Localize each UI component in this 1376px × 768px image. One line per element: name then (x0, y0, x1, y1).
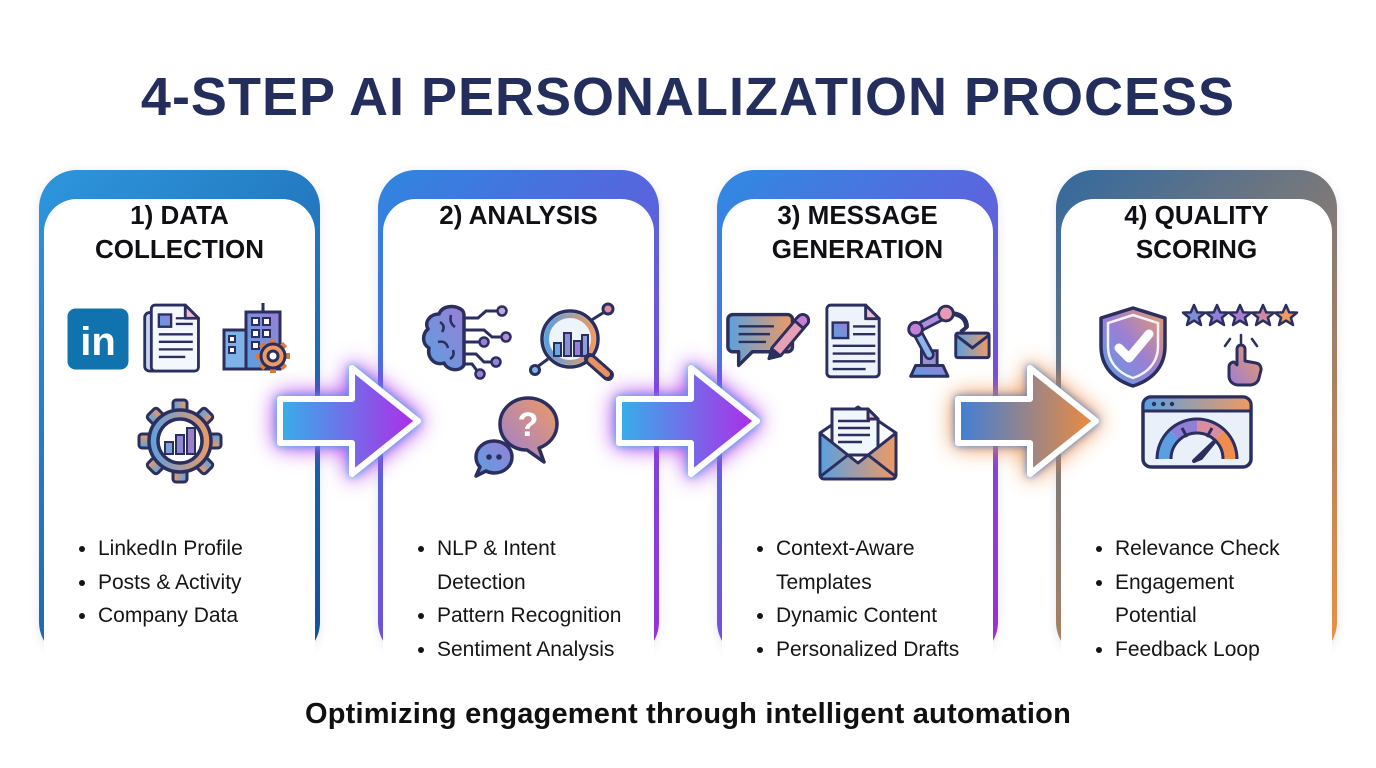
bullet-list: LinkedIn Profile Posts & Activity Compan… (80, 532, 302, 633)
bullet-list: Relevance Check Engagement Potential Fee… (1097, 532, 1297, 666)
flow-arrow-1 (274, 354, 424, 488)
linkedin-icon: in (66, 307, 130, 376)
shield-check-icon (1095, 304, 1171, 395)
bullet-item: Pattern Recognition (437, 599, 641, 633)
svg-text:in: in (80, 320, 116, 364)
gauge-icon (1140, 395, 1253, 474)
search-analytics-icon (526, 301, 618, 388)
flow-arrow-2 (613, 354, 763, 488)
bullet-list: NLP & Intent Detection Pattern Recogniti… (419, 532, 641, 666)
step-heading: 1) DATA COLLECTION (95, 200, 264, 264)
bullet-list: Context-Aware Templates Dynamic Content … (758, 532, 980, 666)
question-chat-icon: ? (471, 395, 567, 484)
bullet-item: Dynamic Content (776, 599, 980, 633)
bullet-item: LinkedIn Profile (98, 532, 302, 566)
star-rating-icon (1181, 301, 1299, 398)
bullet-item: Relevance Check (1115, 532, 1297, 566)
bullet-item: Engagement Potential (1115, 566, 1297, 633)
step-heading: 4) QUALITY SCORING (1124, 200, 1269, 264)
steps-row: 1) DATA COLLECTION in (0, 170, 1376, 679)
bullet-item: Sentiment Analysis (437, 633, 641, 667)
step-card-analysis: 2) ANALYSIS (378, 170, 659, 679)
svg-text:?: ? (517, 406, 538, 444)
robot-mail-icon (895, 301, 993, 384)
step-card-message-generation: 3) MESSAGE GENERATION (717, 170, 998, 679)
step-card-data-collection: 1) DATA COLLECTION in (39, 170, 320, 679)
document-icon (823, 301, 885, 384)
documents-icon (140, 301, 206, 382)
open-envelope-icon (812, 395, 904, 488)
flow-arrow-3 (952, 354, 1102, 488)
ai-brain-icon (420, 302, 516, 387)
message-edit-icon (723, 304, 813, 381)
bullet-item: Posts & Activity (98, 566, 302, 600)
step-heading: 2) ANALYSIS (439, 200, 598, 230)
company-automation-icon (216, 301, 294, 382)
bullet-item: Feedback Loop (1115, 633, 1297, 667)
step-card-quality-scoring: 4) QUALITY SCORING (1056, 170, 1337, 679)
footer-caption: Optimizing engagement through intelligen… (305, 698, 1071, 730)
bullet-item: Company Data (98, 599, 302, 633)
bullet-item: Context-Aware Templates (776, 532, 980, 599)
page-title: 4-STEP AI PERSONALIZATION PROCESS (140, 67, 1236, 127)
bullet-item: NLP & Intent Detection (437, 532, 641, 599)
step-heading: 3) MESSAGE GENERATION (771, 200, 944, 264)
bullet-item: Personalized Drafts (776, 633, 980, 667)
gear-analytics-icon (134, 395, 226, 492)
